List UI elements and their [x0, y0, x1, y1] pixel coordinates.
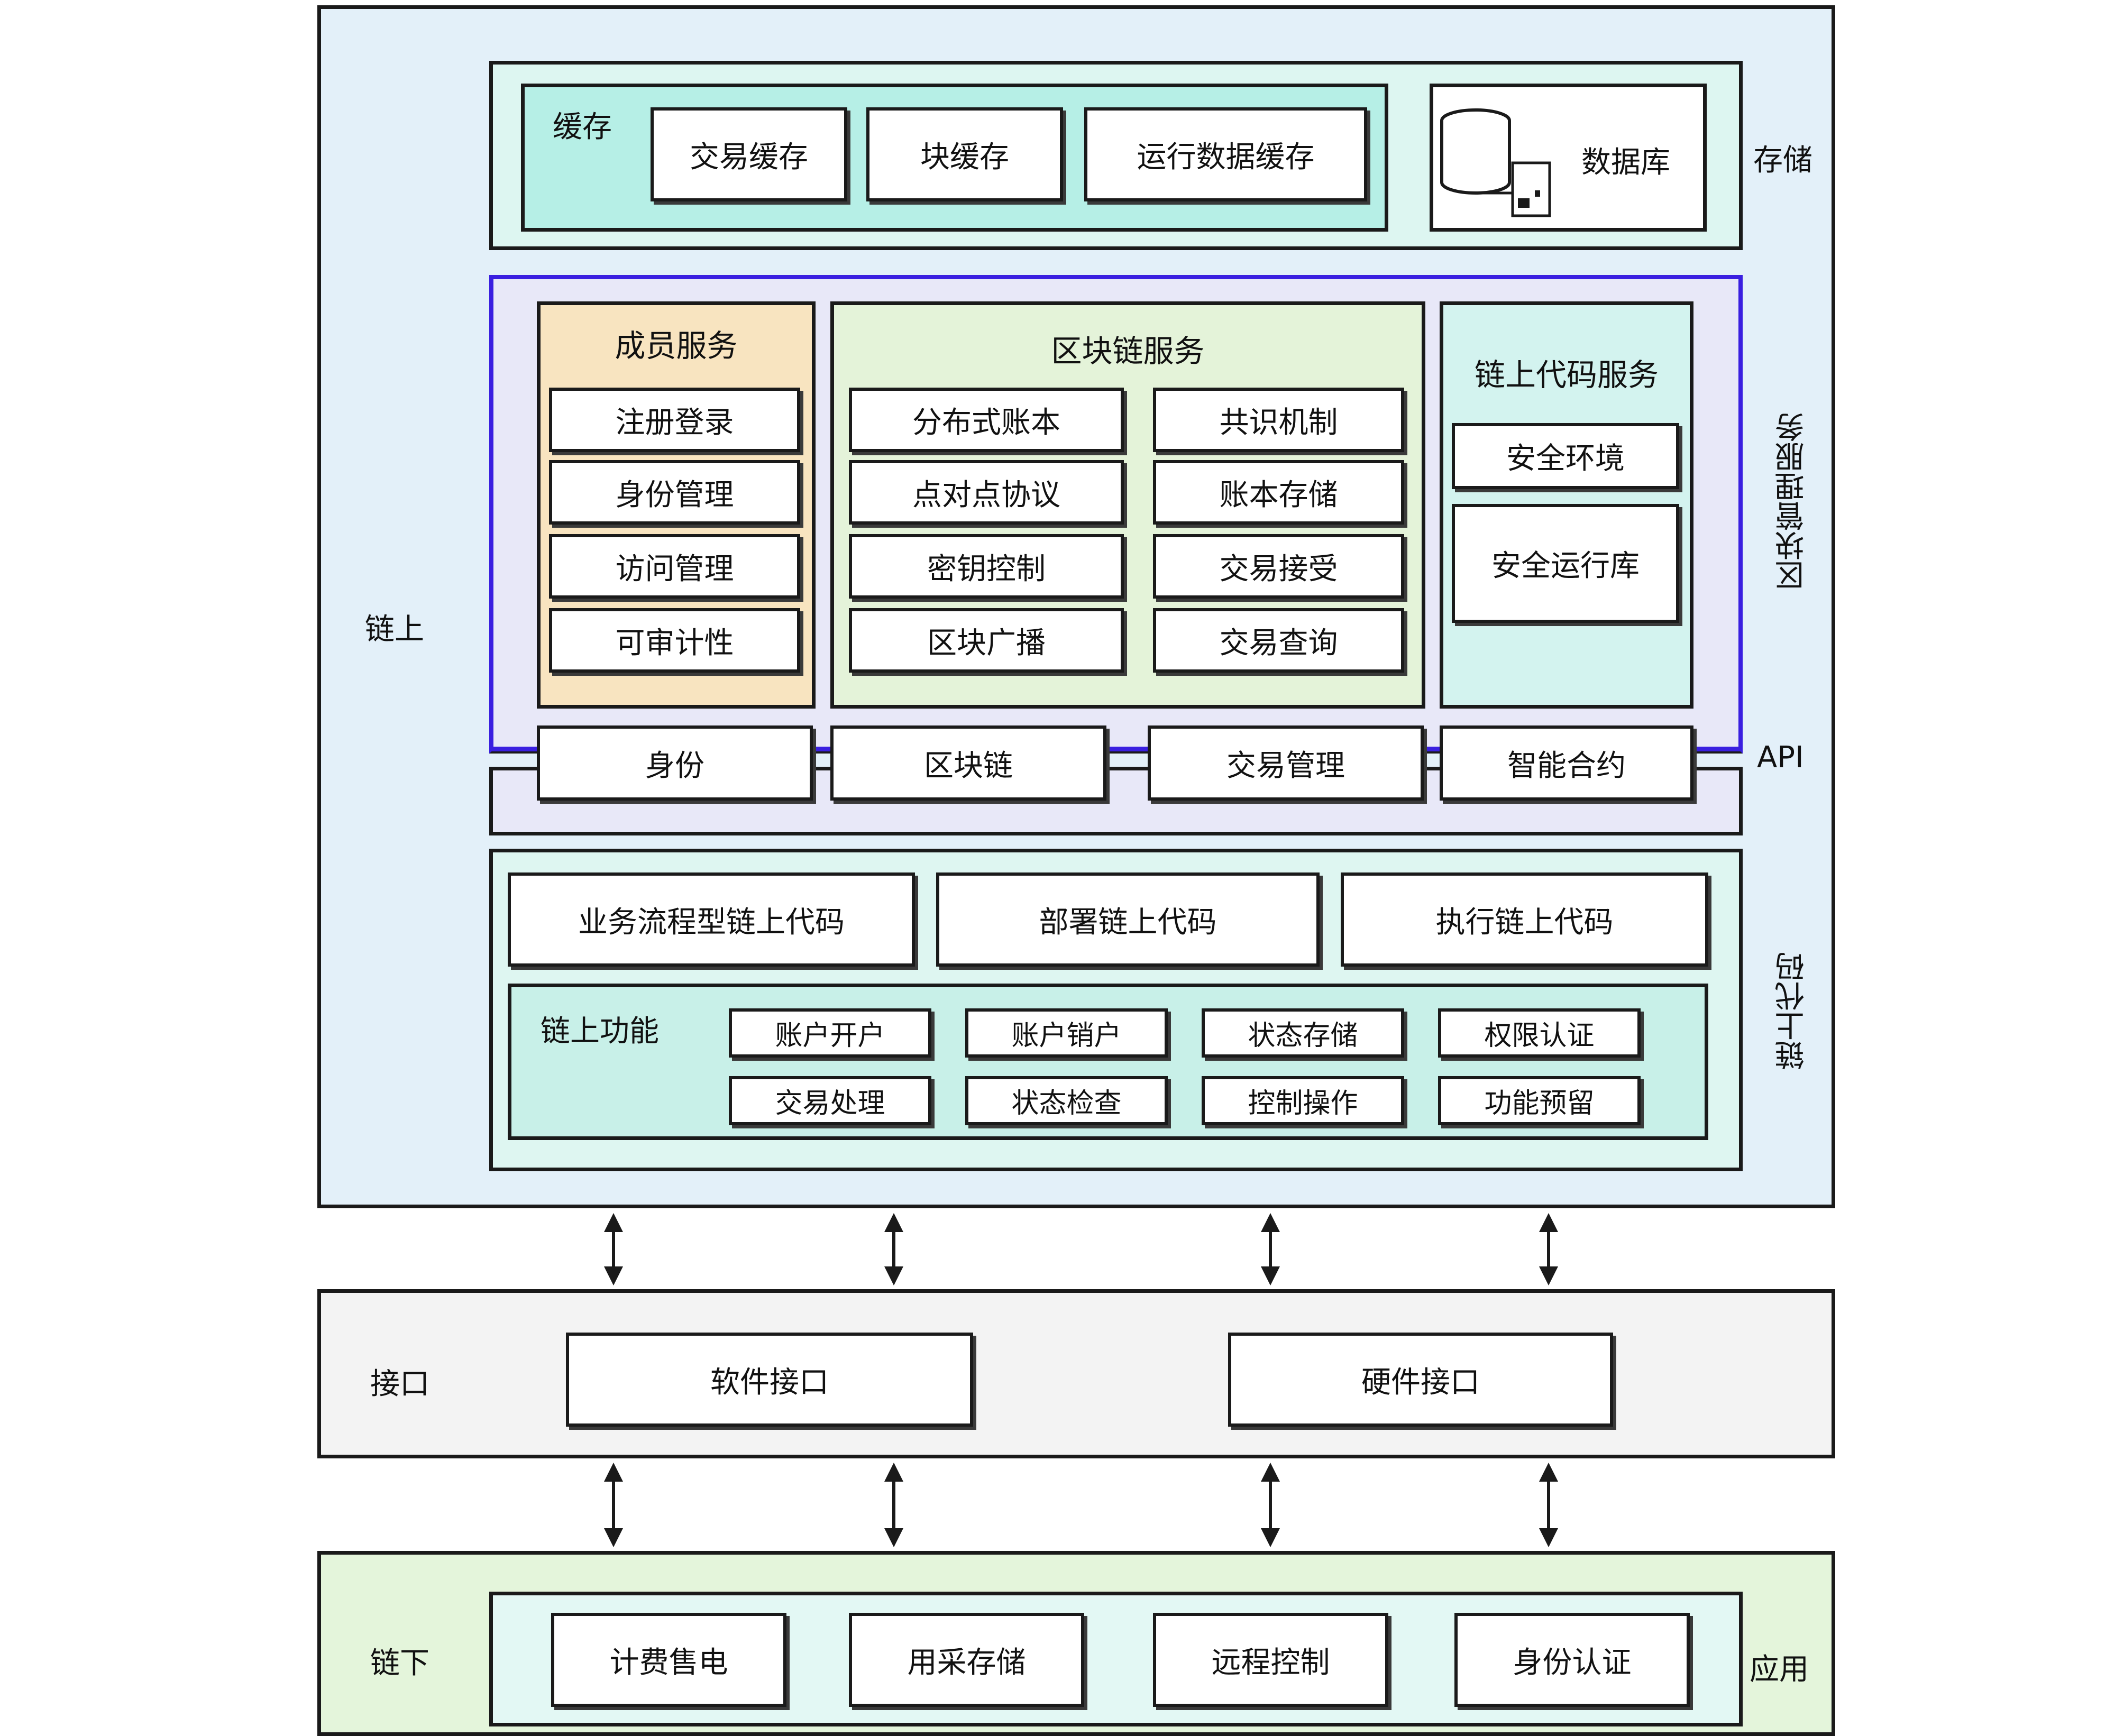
- chaincode-top-item: 执行链上代码: [1341, 872, 1708, 967]
- database-label: 数据库: [1581, 145, 1670, 180]
- chaincode-service-item: 安全运行库: [1452, 504, 1679, 623]
- application-item: 身份认证: [1454, 1613, 1690, 1707]
- blockchain-item: 点对点协议: [849, 460, 1124, 525]
- application-item: 计费售电: [551, 1613, 786, 1707]
- api-item: 区块链: [830, 725, 1106, 801]
- api-item: 智能合约: [1440, 725, 1693, 801]
- cache-item: 块缓存: [866, 107, 1063, 201]
- storage-label: 存储: [1753, 143, 1812, 178]
- chain-function-item: 功能预留: [1438, 1076, 1641, 1125]
- blockchain-item: 密钥控制: [849, 534, 1124, 599]
- blockchain-item: 分布式账本: [849, 388, 1124, 452]
- chain-function-item: 交易处理: [729, 1076, 931, 1125]
- cache-item: 交易缓存: [651, 107, 847, 201]
- member-item: 身份管理: [549, 460, 800, 525]
- chain-function-item: 账户销户: [965, 1008, 1168, 1058]
- member-item: 注册登录: [549, 388, 800, 452]
- application-label: 应用: [1750, 1652, 1809, 1687]
- application-item: 远程控制: [1153, 1613, 1388, 1707]
- chain-function-item: 状态存储: [1202, 1008, 1404, 1058]
- chaincode-top-item: 业务流程型链上代码: [508, 872, 915, 967]
- chain-function-item: 权限认证: [1438, 1008, 1641, 1058]
- application-item: 用采存储: [849, 1613, 1084, 1707]
- chaincode-top-item: 部署链上代码: [936, 872, 1320, 967]
- interface-label: 接口: [370, 1367, 429, 1401]
- blockchain-item: 账本存储: [1153, 460, 1404, 525]
- chain-functions-label: 链上功能: [541, 1014, 659, 1049]
- interface-item: 软件接口: [566, 1333, 973, 1427]
- chain-function-item: 控制操作: [1202, 1076, 1404, 1125]
- blockchain-item: 交易接受: [1153, 534, 1404, 599]
- chaincode-service-item: 安全环境: [1452, 423, 1679, 489]
- cache-item: 运行数据缓存: [1084, 107, 1367, 201]
- chain-function-item: 状态检查: [965, 1076, 1168, 1125]
- blockchain-item: 交易查询: [1153, 608, 1404, 673]
- api-item: 交易管理: [1148, 725, 1424, 801]
- off-chain-label: 链下: [370, 1646, 429, 1680]
- chain-function-item: 账户开户: [729, 1008, 931, 1058]
- block-management-bottom-line: [489, 747, 1743, 751]
- member-item: 可审计性: [549, 608, 800, 673]
- member-item: 访问管理: [549, 534, 800, 599]
- interface-item: 硬件接口: [1228, 1333, 1613, 1427]
- blockchain-item: 区块广播: [849, 608, 1124, 673]
- api-item: 身份: [537, 725, 813, 801]
- database-icon: [1440, 108, 1551, 217]
- cache-label: 缓存: [553, 110, 612, 144]
- chaincode-service-title: 链上代码服务: [1474, 357, 1659, 393]
- member-service-title: 成员服务: [615, 328, 738, 364]
- blockchain-item: 共识机制: [1153, 388, 1404, 452]
- api-label: API: [1757, 740, 1804, 775]
- blockchain-service-title: 区块链服务: [1051, 333, 1205, 369]
- on-chain-label: 链上: [365, 612, 424, 647]
